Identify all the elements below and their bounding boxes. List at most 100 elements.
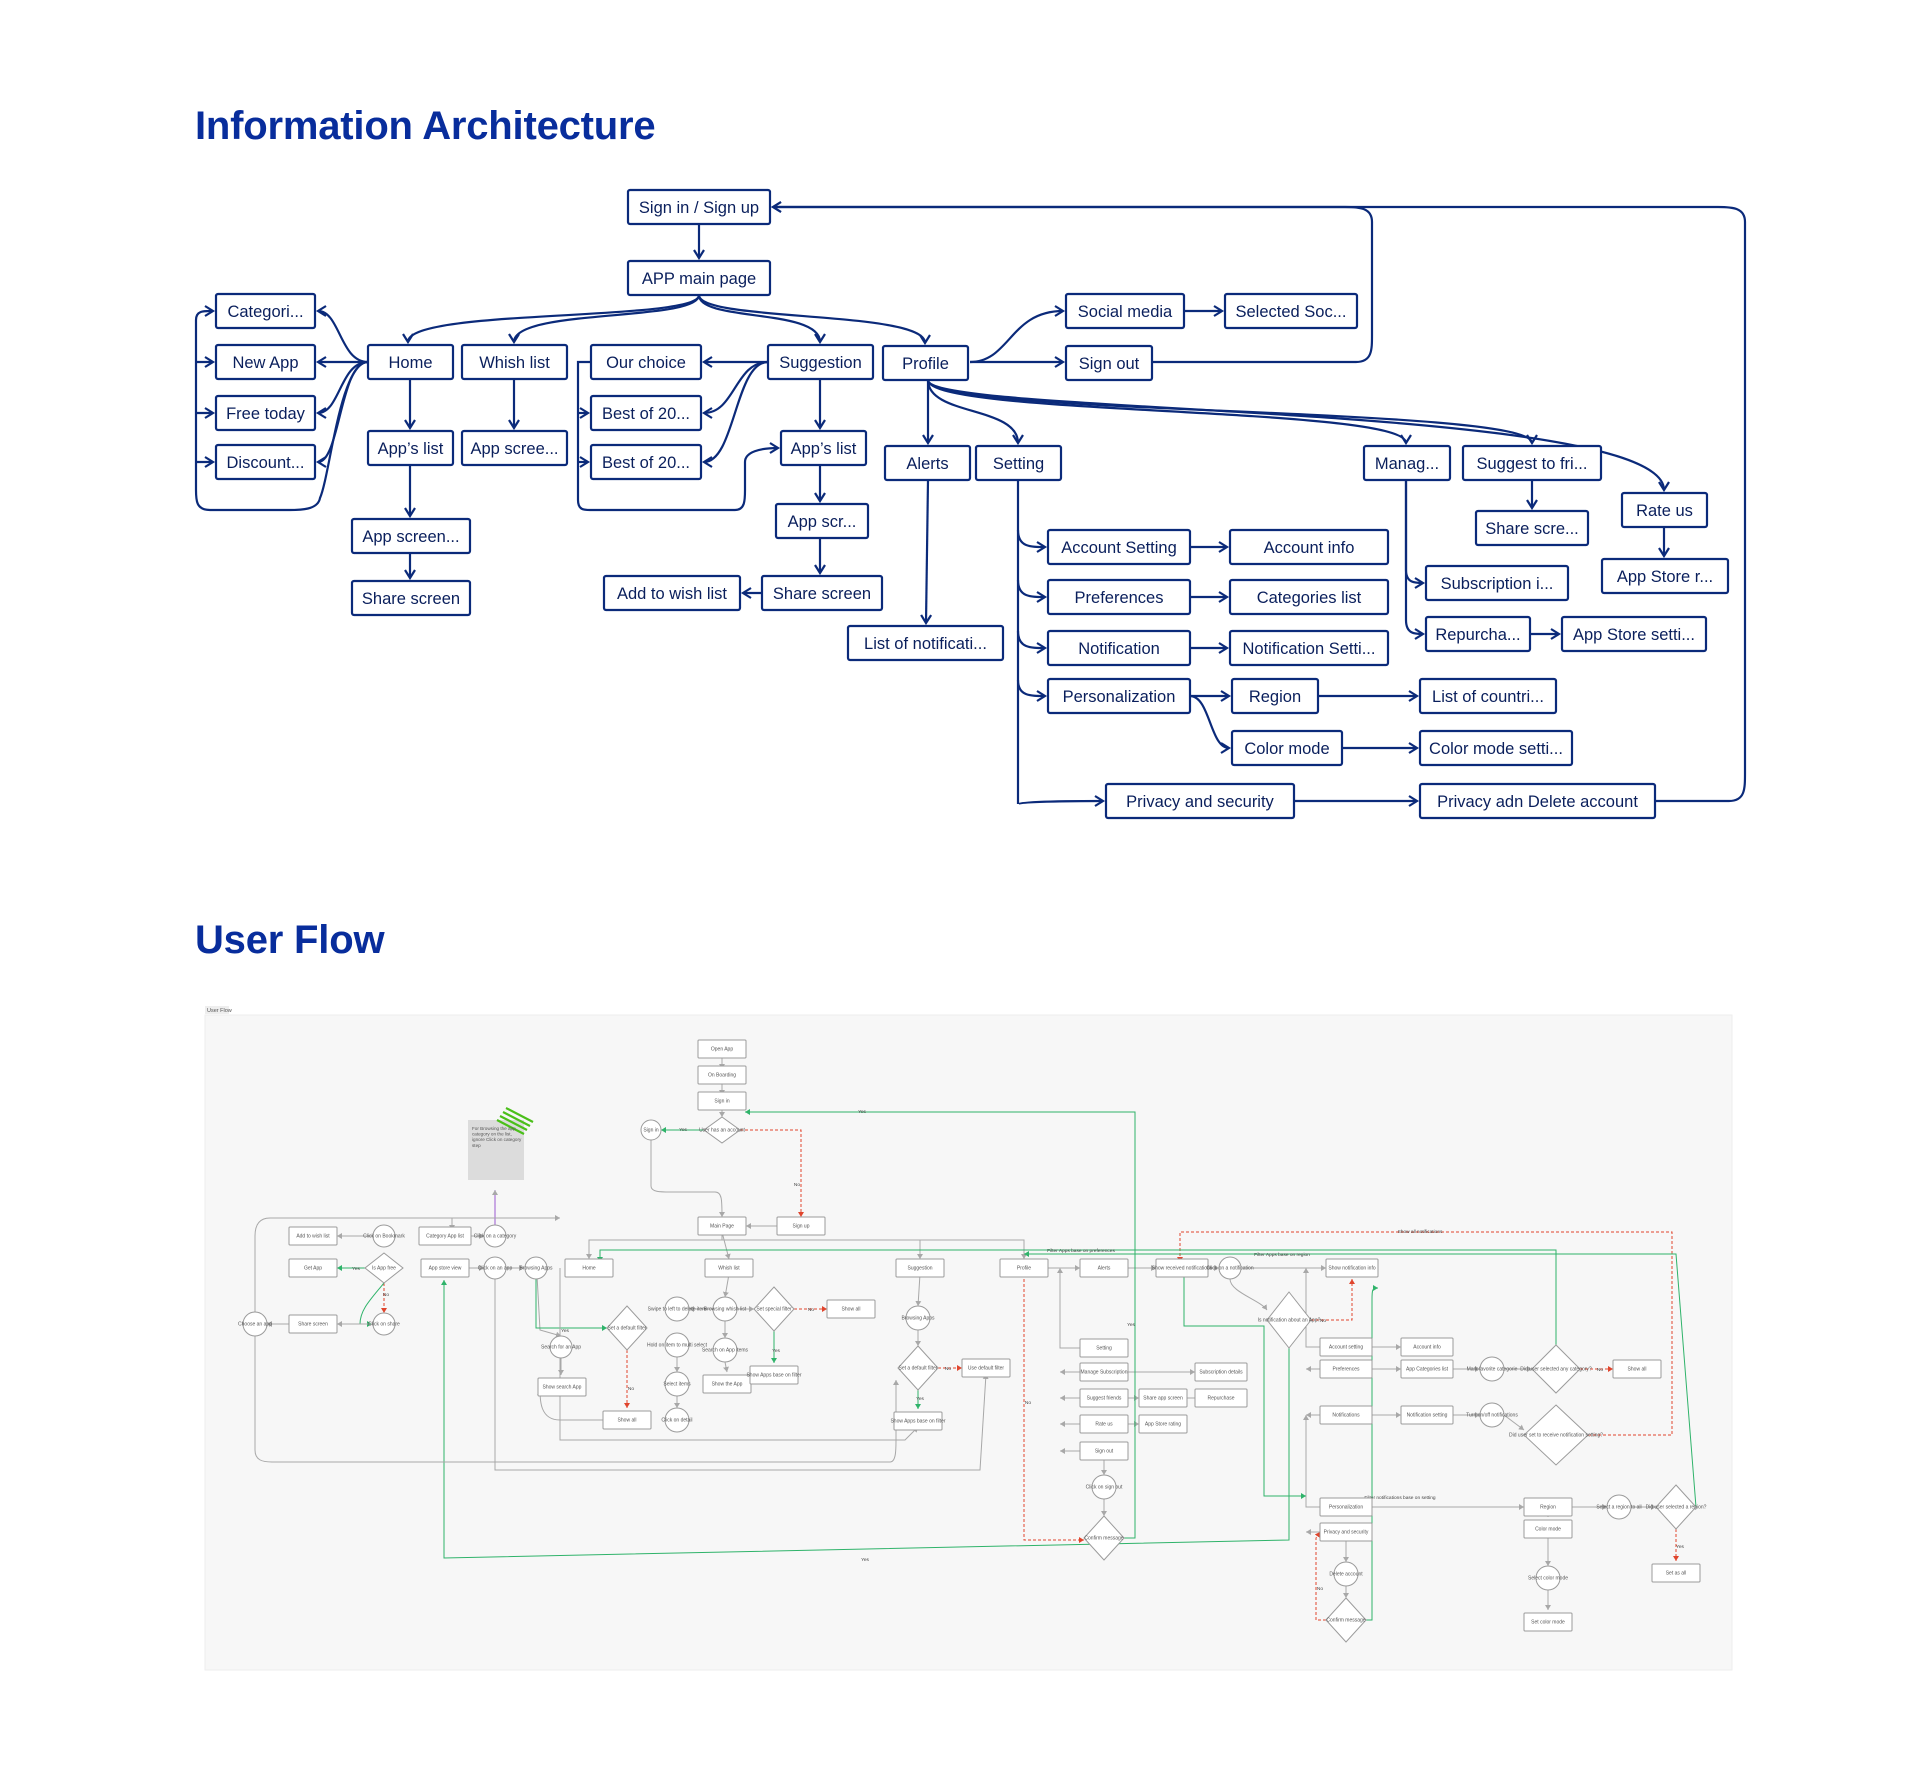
uf-node-label: Set a default filter bbox=[608, 1326, 647, 1332]
uf-node-label: Profile bbox=[1017, 1266, 1031, 1272]
uf-node-box bbox=[961, 1358, 1011, 1378]
uf-node-turnoff: Turn on/off notifications bbox=[1466, 1402, 1518, 1428]
ia-node-appslist2: App’s list bbox=[779, 429, 868, 467]
uf-node-box bbox=[895, 1258, 945, 1278]
ia-node-box bbox=[626, 259, 772, 297]
uf-node-label: App Store rating bbox=[1145, 1422, 1181, 1428]
ia-edge-53 bbox=[576, 360, 781, 512]
uf-node-label: Browsing whish list bbox=[704, 1307, 747, 1313]
ia-node-manag: Manag... bbox=[1362, 444, 1452, 482]
ia-node-discount: Discount... bbox=[214, 443, 317, 481]
ia-node-label: Notification bbox=[1078, 640, 1160, 658]
uf-node-box bbox=[1079, 1388, 1129, 1408]
ia-node-box bbox=[1223, 292, 1359, 330]
ia-node-box bbox=[460, 343, 569, 381]
uf-node-label: Set as all bbox=[1666, 1571, 1687, 1577]
uf-node-box bbox=[1079, 1362, 1129, 1382]
ia-edge-24 bbox=[926, 379, 1670, 493]
uf-edge-label: No bbox=[383, 1292, 389, 1298]
sticky-note-stripes bbox=[496, 1107, 534, 1135]
ia-node-catlist: Categories list bbox=[1228, 578, 1390, 616]
ia-node-label: Color mode bbox=[1244, 740, 1329, 758]
ia-node-label: Setting bbox=[993, 455, 1044, 473]
ia-node-label: Share screen bbox=[773, 585, 871, 603]
uf-node-circle bbox=[483, 1256, 507, 1280]
ia-node-colormode: Color mode bbox=[1230, 729, 1344, 767]
uf-node-swipe: Swipe to left to delete item bbox=[648, 1296, 706, 1322]
ia-node-label: Share scre... bbox=[1485, 520, 1579, 538]
uf-node-selectregion: Select a region to all bbox=[1596, 1494, 1642, 1520]
uf-node-box bbox=[999, 1258, 1049, 1278]
ia-node-home: Home bbox=[366, 343, 455, 381]
uf-node-circle bbox=[1218, 1256, 1242, 1280]
ia-node-wish: Whish list bbox=[460, 343, 569, 381]
uf-node-label: Region bbox=[1540, 1505, 1556, 1511]
uf-node-subdetails: Subscription details bbox=[1194, 1362, 1248, 1382]
uf-edge-73 bbox=[1303, 1415, 1320, 1508]
uf-node-label: Delete account bbox=[1329, 1572, 1363, 1578]
uf-node-diamond bbox=[1523, 1404, 1589, 1466]
uf-node-label: Sign in bbox=[714, 1099, 730, 1105]
ia-node-share1: Share screen bbox=[350, 579, 472, 617]
uf-node-label: Account info bbox=[1413, 1345, 1441, 1351]
ia-edge-5 bbox=[315, 305, 369, 364]
ia-node-label: Social media bbox=[1078, 303, 1173, 321]
ia-node-box bbox=[1228, 578, 1390, 616]
uf-node-box bbox=[1194, 1388, 1248, 1408]
ia-node-box bbox=[214, 443, 317, 481]
uf-node-clickcat: Click on a category bbox=[474, 1224, 517, 1248]
uf-node-shownotifinfo: Show notification info bbox=[1325, 1258, 1379, 1278]
ia-node-box bbox=[1418, 729, 1574, 767]
uf-node-signup: Sign up bbox=[776, 1216, 826, 1236]
uf-node-box bbox=[1079, 1338, 1129, 1358]
ia-node-box bbox=[626, 188, 772, 226]
ia-node-label: Personalization bbox=[1063, 688, 1176, 706]
ia-edge-31 bbox=[1404, 480, 1426, 589]
uf-node-managesub: Manage Subscription bbox=[1079, 1362, 1129, 1382]
ia-node-box bbox=[366, 429, 455, 467]
uf-node-box bbox=[1138, 1414, 1188, 1434]
uf-node-box bbox=[1079, 1258, 1129, 1278]
uf-edge-label: No bbox=[794, 1182, 800, 1188]
uf-node-box bbox=[776, 1216, 826, 1236]
uf-node-signout: Sign out bbox=[1079, 1441, 1129, 1461]
ia-edge-26 bbox=[969, 305, 1066, 364]
uf-node-browsing1: Browsing Apps bbox=[519, 1256, 553, 1280]
ia-node-label: Sign in / Sign up bbox=[639, 199, 759, 217]
uf-node-box bbox=[697, 1065, 747, 1085]
uf-node-box bbox=[1138, 1388, 1188, 1408]
ia-node-label: Home bbox=[388, 354, 432, 372]
uf-node-label: Click on sign out bbox=[1086, 1485, 1123, 1491]
uf-node-colormode: Color mode bbox=[1523, 1519, 1573, 1539]
ia-node-label: Account info bbox=[1264, 539, 1355, 557]
ia-node-label: Sign out bbox=[1079, 355, 1140, 373]
uf-node-clicksignout: Click on sign out bbox=[1086, 1474, 1123, 1500]
uf-node-setdefault1: Set a default filter bbox=[606, 1305, 648, 1351]
ia-node-label: Free today bbox=[226, 405, 306, 423]
uf-node-label: Click on a notification bbox=[1206, 1266, 1253, 1272]
ia-node-label: App’s list bbox=[378, 440, 444, 458]
sticky-note-line: For Browsing the app bbox=[472, 1126, 516, 1131]
uf-edge-16 bbox=[1311, 1279, 1355, 1321]
uf-node-hold: Hold on item to multi select bbox=[647, 1332, 708, 1358]
uf-node-showall1: Show all bbox=[602, 1410, 652, 1430]
ia-node-box bbox=[974, 444, 1063, 482]
ia-node-newapp: New App bbox=[214, 343, 317, 381]
ia-node-label: Subscription i... bbox=[1441, 575, 1554, 593]
ia-edge-22 bbox=[926, 379, 1412, 446]
uf-node-box bbox=[1400, 1337, 1454, 1357]
uf-node-box bbox=[1319, 1337, 1373, 1357]
ia-node-personal: Personalization bbox=[1046, 677, 1192, 715]
uf-node-box bbox=[704, 1258, 754, 1278]
uf-node-repurchase: Repurchase bbox=[1194, 1388, 1248, 1408]
ia-node-privdel: Privacy adn Delete account bbox=[1418, 782, 1657, 820]
uf-edge-4 bbox=[650, 1140, 725, 1218]
ia-node-label: Discount... bbox=[227, 454, 305, 472]
ia-node-main: APP main page bbox=[626, 259, 772, 297]
uf-edge-47 bbox=[1023, 1274, 1084, 1543]
ia-edge-7 bbox=[315, 360, 369, 419]
uf-node-circle bbox=[664, 1407, 690, 1433]
ia-node-box bbox=[760, 574, 884, 612]
